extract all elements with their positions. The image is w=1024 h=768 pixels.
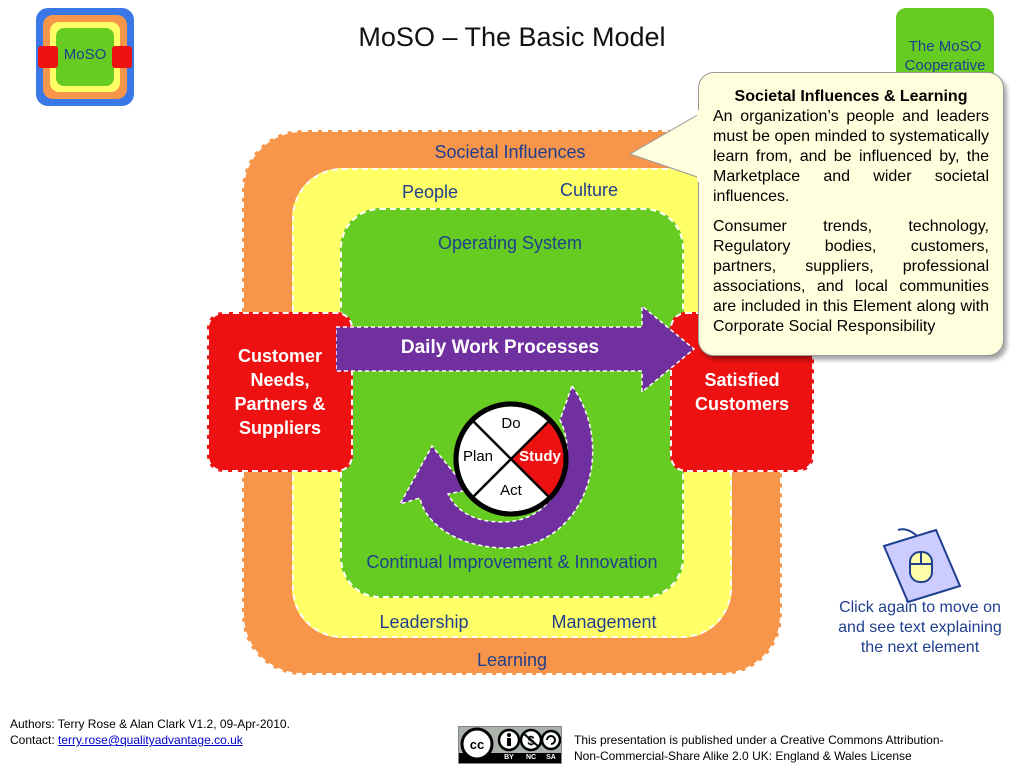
license-line: Non-Commercial-Share Alike 2.0 UK: Engla… — [574, 749, 912, 763]
callout-heading: Societal Influences & Learning — [734, 88, 968, 105]
continual-improvement-label: Continual Improvement & Innovation — [366, 552, 658, 572]
societal-influences-label: Societal Influences — [434, 142, 586, 162]
cc-sa-label: SA — [546, 754, 556, 761]
cc-by-label: BY — [504, 754, 514, 761]
pdsa-study-label: Study — [519, 448, 561, 465]
daily-work-processes-arrow[interactable] — [336, 306, 696, 392]
leadership-label: Leadership — [379, 612, 469, 632]
svg-text:cc: cc — [470, 737, 484, 752]
operating-system-label: Operating System — [437, 233, 583, 253]
pdsa-plan-label: Plan — [462, 448, 494, 465]
pdsa-do-label: Do — [501, 415, 521, 432]
cooperative-tab-line1: The MoSO — [908, 38, 982, 55]
societal-influences-callout: Societal Influences & Learning An organi… — [698, 72, 1004, 356]
cooperative-tab-line2: Cooperative — [904, 57, 986, 74]
callout-paragraph: An organization’s people and leaders mus… — [713, 108, 989, 205]
satisfied-box-line: Customers — [694, 394, 790, 414]
contact-label: Contact: — [10, 733, 59, 747]
mouse-icon[interactable] — [876, 524, 964, 604]
logo-text: MoSO — [63, 46, 107, 63]
authors-text: Authors: Terry Rose & Alan Clark V1.2, 0… — [10, 717, 290, 731]
license-line: This presentation is published under a C… — [574, 733, 944, 747]
customer-box-line: Partners & — [234, 394, 326, 414]
learning-label: Learning — [476, 650, 548, 670]
customer-box-line: Needs, — [250, 370, 310, 390]
customer-box-line: Suppliers — [238, 418, 321, 438]
moso-logo: MoSO — [36, 8, 134, 106]
satisfied-box-line: Satisfied — [704, 370, 780, 390]
hint-text: Click again to move on and see text expl… — [838, 599, 1002, 656]
people-label: People — [401, 182, 459, 202]
improvement-cycle-arrow — [398, 384, 594, 549]
cc-license-badge[interactable]: cc $ BY NC SA — [458, 726, 562, 764]
culture-label: Culture — [559, 180, 619, 200]
management-label: Management — [551, 612, 657, 632]
contact-email-link[interactable]: terry.rose@qualityadvantage.co.uk — [58, 733, 243, 747]
callout-joint — [697, 110, 700, 182]
callout-pointer — [628, 109, 707, 181]
pdsa-cycle[interactable] — [452, 400, 570, 518]
page-title: MoSO – The Basic Model — [358, 22, 666, 52]
customer-box-line: Customer — [237, 346, 322, 366]
daily-work-processes-label: Daily Work Processes — [400, 337, 600, 358]
cc-nc-label: NC — [525, 754, 537, 761]
customer-needs-box[interactable]: Customer Needs, Partners & Suppliers — [207, 312, 353, 472]
footer-credits: Authors: Terry Rose & Alan Clark V1.2, 0… — [10, 716, 430, 748]
pdsa-act-label: Act — [500, 482, 522, 499]
license-text: This presentation is published under a C… — [574, 732, 1014, 764]
callout-paragraph: Consumer trends, technology, Regulatory … — [713, 218, 989, 335]
